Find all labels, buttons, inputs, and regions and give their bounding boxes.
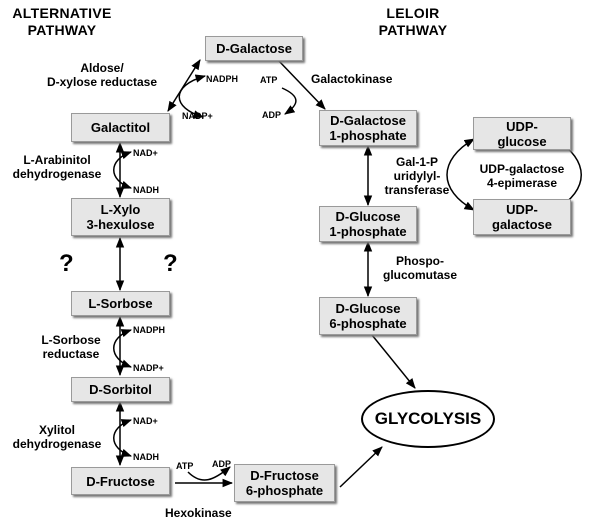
node-d-galactose-1-phosphate: D-Galactose 1-phosphate — [319, 110, 417, 146]
enzyme-udp-galactose-4-epimerase: UDP-galactose 4-epimerase — [470, 162, 574, 190]
enzyme-gal-1-p-uridylyltransferase: Gal-1-P uridylyl- transferase — [373, 155, 461, 197]
node-d-glucose-1p-line1: D-Glucose — [335, 209, 401, 224]
curve-atp-adp-hk — [187, 466, 231, 481]
enzyme-aldose-reductase: Aldose/ D-xylose reductase — [32, 61, 172, 89]
enzyme-xylitol-line1: Xylitol — [38, 423, 75, 437]
node-d-galactose: D-Galactose — [205, 36, 303, 61]
arrow-fructose6p-glycolysis — [339, 446, 383, 488]
node-d-galactose-1p-line1: D-Galactose — [330, 113, 406, 128]
node-l-sorbose-label: L-Sorbose — [88, 296, 153, 311]
curve-nad-nadh-1 — [113, 151, 132, 189]
enzyme-gal1p-line3: transferase — [384, 183, 450, 197]
node-d-fructose-label: D-Fructose — [86, 473, 155, 489]
enzyme-hexokinase: Hexokinase — [165, 506, 232, 520]
enzyme-pgm-line1: Phospo- — [396, 254, 444, 268]
enzyme-arabinitol-line1: L-Arabinitol — [23, 153, 91, 167]
enzyme-galactokinase: Galactokinase — [311, 72, 392, 86]
curve-atp-adp-gk — [281, 87, 297, 115]
node-udp-galactose-line2: galactose — [492, 217, 552, 232]
node-l-xylo-line1: L-Xylo — [100, 202, 141, 217]
node-l-xylo-line2: 3-hexulose — [86, 217, 155, 232]
node-galactitol-label: Galactitol — [90, 120, 151, 135]
arrow-glucose6p-glycolysis — [371, 334, 416, 389]
cofactor-nadh-1: NADH — [133, 185, 159, 195]
curve-nadph-nadp-1 — [178, 74, 207, 119]
enzyme-l-arabinitol-dehydrogenase: L-Arabinitol dehydrogenase — [0, 153, 114, 181]
cofactor-nadh-2: NADH — [133, 452, 159, 462]
cofactor-nadph-1: NADPH — [206, 74, 239, 84]
node-glycolysis: GLYCOLYSIS — [361, 390, 495, 448]
arrow-galactose-galactose1p — [277, 59, 326, 110]
curve-nadph-nadp-2 — [113, 329, 132, 368]
enzyme-epimerase-line2: 4-epimerase — [486, 176, 558, 190]
enzyme-sorbose-line1: L-Sorbose — [41, 333, 101, 347]
node-d-fructose-6p-line1: D-Fructose — [250, 468, 319, 483]
header-alternative-pathway: ALTERNATIVE PATHWAY — [0, 5, 124, 39]
arrow-galactose-galactitol — [167, 59, 201, 112]
node-d-fructose: D-Fructose — [71, 467, 170, 495]
cofactor-nadp-1: NADP+ — [182, 111, 213, 121]
enzyme-aldose-line2: D-xylose reductase — [46, 75, 158, 89]
enzyme-xylitol-line2: dehydrogenase — [12, 437, 102, 451]
node-d-glucose-6p-line2: 6-phosphate — [329, 316, 407, 331]
header-leloir-pathway: LELOIR PATHWAY — [369, 5, 457, 39]
node-d-glucose-1p-line2: 1-phosphate — [329, 224, 407, 239]
cofactor-adp-hexokinase: ADP — [212, 459, 232, 469]
node-glycolysis-label: GLYCOLYSIS — [374, 409, 482, 428]
node-d-galactose-label: D-Galactose — [216, 41, 292, 56]
node-udp-glucose-line1: UDP- — [506, 118, 538, 134]
cofactor-nadph-2: NADPH — [133, 325, 166, 335]
node-l-sorbose: L-Sorbose — [71, 291, 170, 316]
enzyme-l-sorbose-reductase: L-Sorbose reductase — [26, 333, 116, 361]
enzyme-sorbose-line2: reductase — [42, 347, 100, 361]
node-d-sorbitol-label: D-Sorbitol — [89, 382, 152, 397]
node-udp-galactose: UDP- galactose — [473, 199, 571, 235]
node-d-glucose-6p-line1: D-Glucose — [335, 301, 401, 316]
cofactor-nadp-2: NADP+ — [133, 363, 164, 373]
enzyme-arabinitol-line2: dehydrogenase — [12, 167, 102, 181]
enzyme-pgm-line2: glucomutase — [382, 268, 457, 282]
cofactor-nad-1: NAD+ — [133, 148, 158, 158]
node-udp-galactose-line1: UDP- — [506, 202, 538, 217]
node-d-glucose-6-phosphate: D-Glucose 6-phosphate — [319, 297, 417, 335]
curve-epimerase-left — [446, 138, 475, 211]
header-leloir-line2: PATHWAY — [378, 22, 448, 38]
enzyme-hexokinase-label: Hexokinase — [165, 506, 232, 520]
node-udp-glucose: UDP- glucose — [473, 117, 571, 150]
enzyme-epimerase-line1: UDP-galactose — [479, 162, 565, 176]
enzyme-phosphoglucomutase: Phospo- glucomutase — [375, 254, 465, 282]
enzyme-gal1p-line2: uridylyl- — [393, 169, 441, 183]
cofactor-nad-2: NAD+ — [133, 416, 158, 426]
enzyme-xylitol-dehydrogenase: Xylitol dehydrogenase — [0, 423, 114, 451]
cofactor-adp-galactokinase: ADP — [262, 110, 282, 120]
node-l-xylo-3-hexulose: L-Xylo 3-hexulose — [71, 198, 170, 236]
unknown-mark-left: ? — [59, 250, 74, 277]
header-alternative-line2: PATHWAY — [27, 22, 97, 38]
cofactor-atp-hexokinase: ATP — [176, 461, 194, 471]
node-d-fructose-6p-line2: 6-phosphate — [245, 483, 324, 498]
curve-nad-nadh-2 — [113, 419, 132, 457]
node-d-glucose-1-phosphate: D-Glucose 1-phosphate — [319, 206, 417, 242]
node-d-sorbitol: D-Sorbitol — [71, 377, 170, 402]
header-leloir-line1: LELOIR — [386, 5, 440, 21]
node-galactitol: Galactitol — [71, 113, 170, 142]
cofactor-atp-galactokinase: ATP — [260, 75, 278, 85]
enzyme-galactokinase-label: Galactokinase — [311, 72, 393, 86]
unknown-mark-right: ? — [163, 250, 178, 277]
enzyme-aldose-line1: Aldose/ — [80, 61, 124, 75]
header-alternative-line1: ALTERNATIVE — [12, 5, 112, 21]
node-d-galactose-1p-line2: 1-phosphate — [329, 128, 407, 143]
enzyme-gal1p-line1: Gal-1-P — [395, 155, 438, 169]
node-d-fructose-6-phosphate: D-Fructose 6-phosphate — [234, 464, 335, 502]
node-udp-glucose-line2: glucose — [497, 133, 547, 149]
